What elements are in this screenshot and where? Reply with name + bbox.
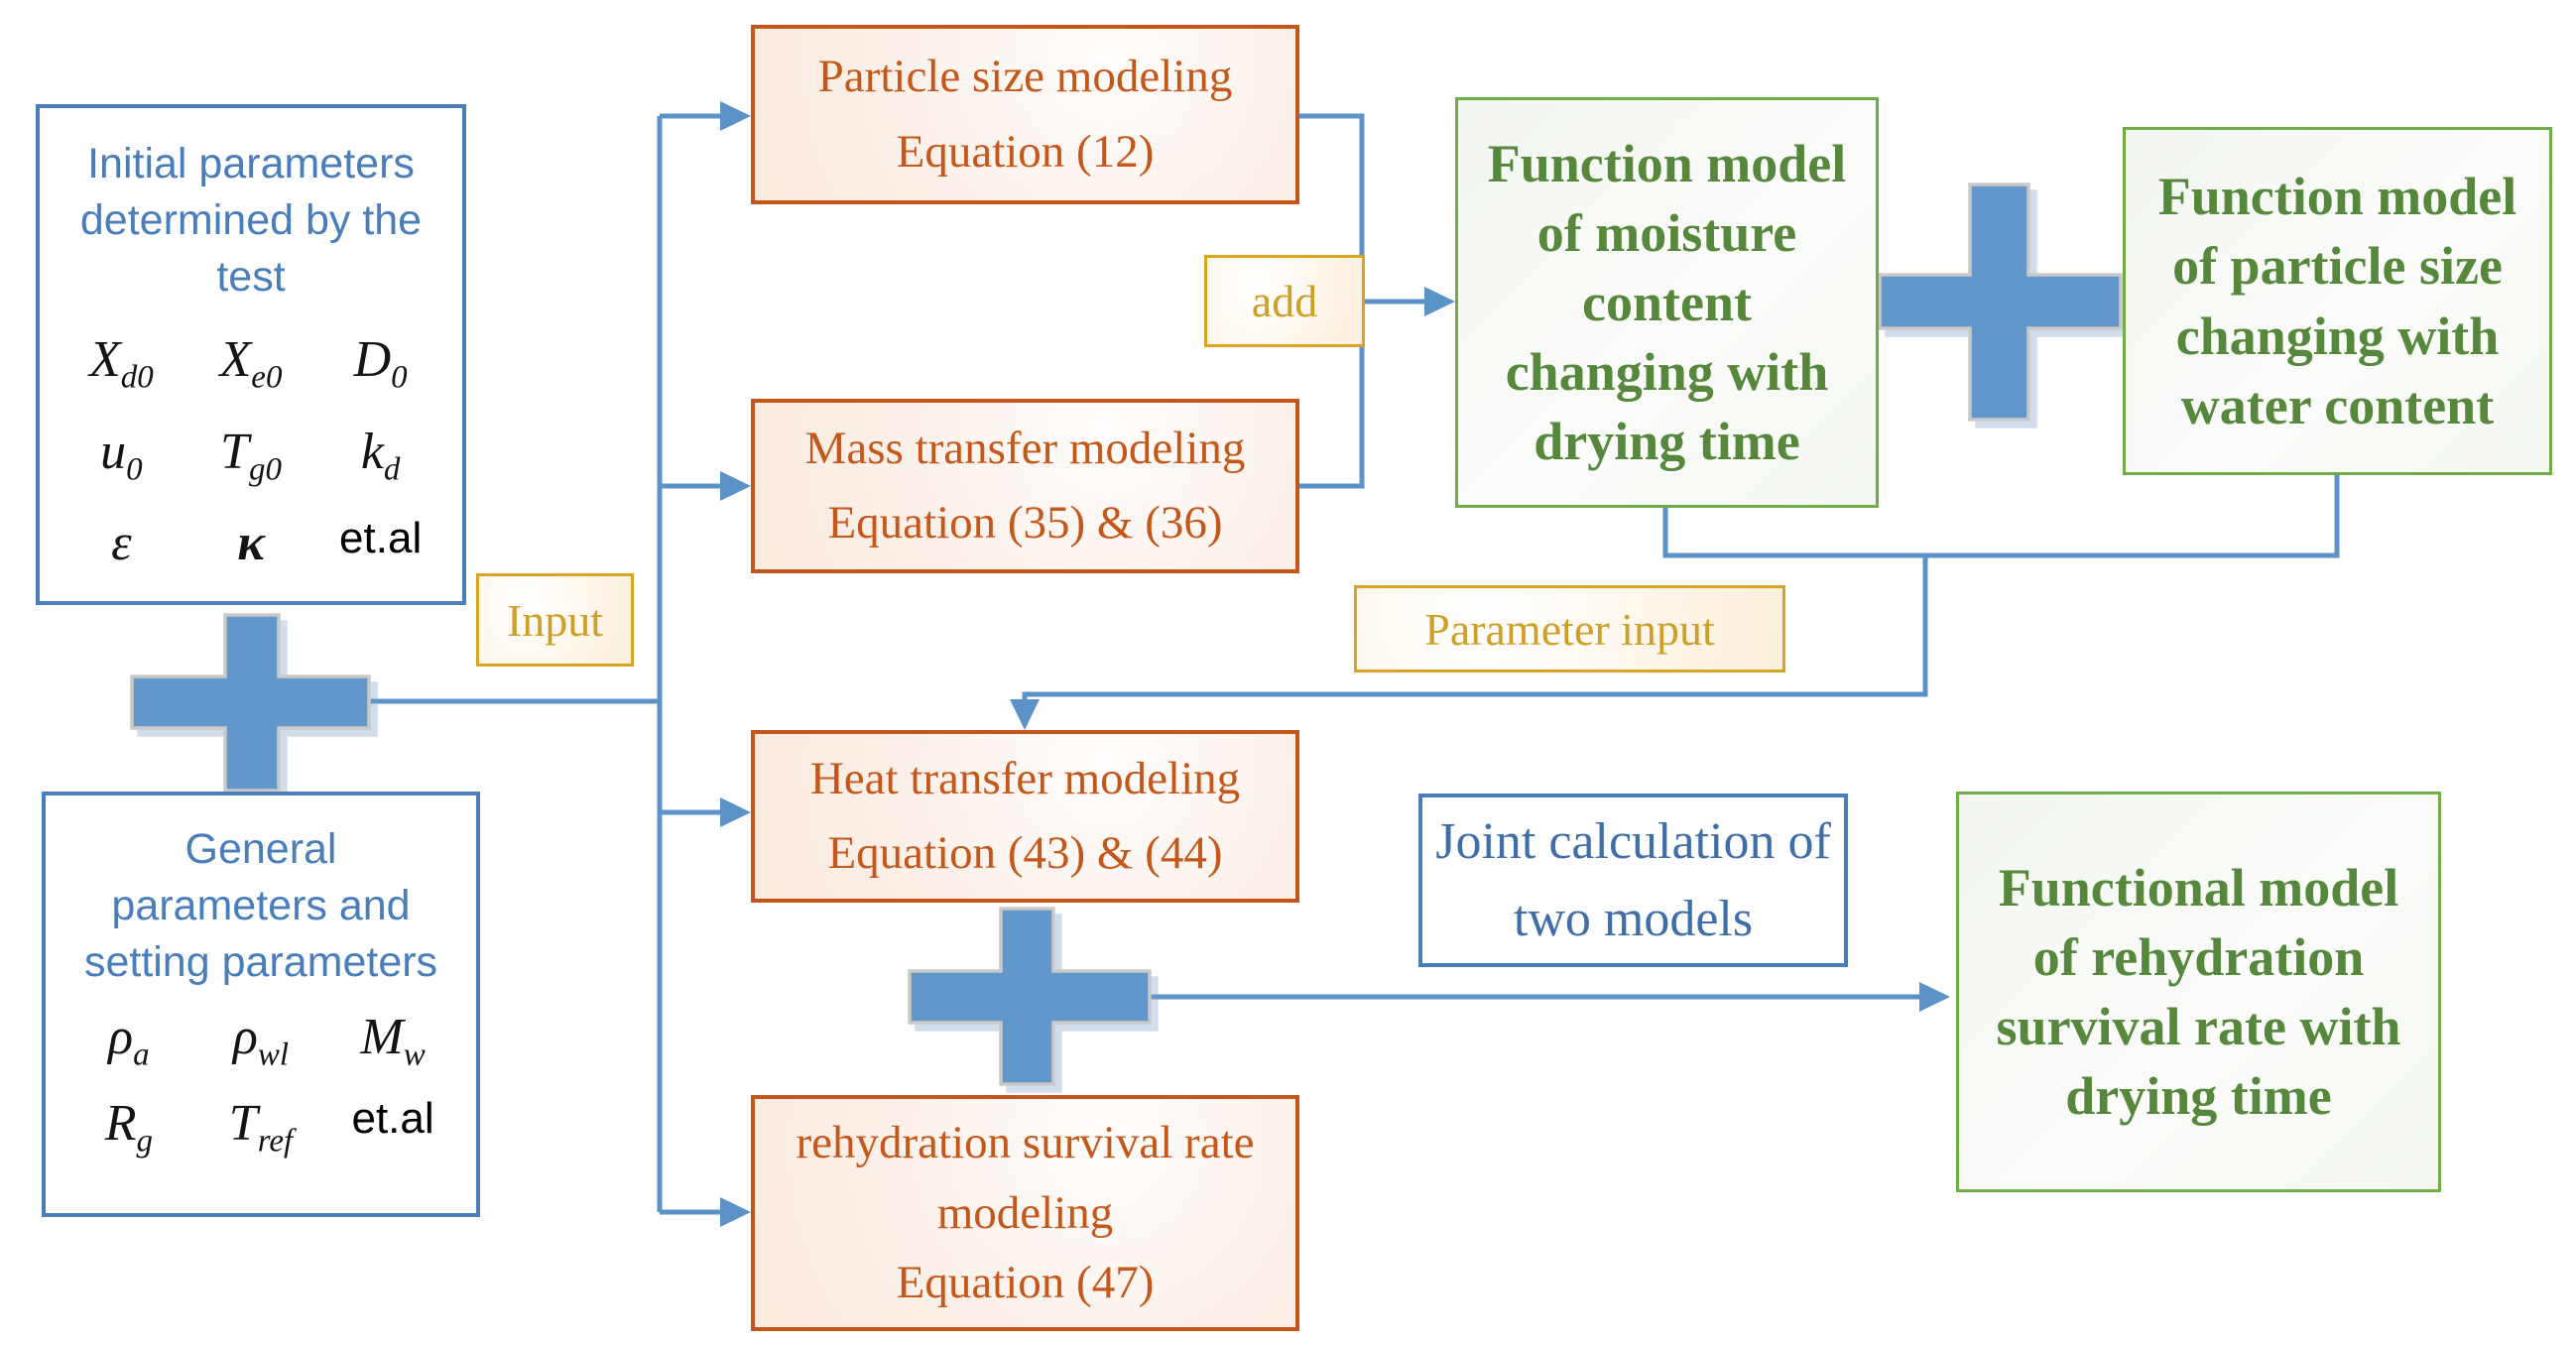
box-line: Functional model [1998,857,2399,917]
box-line: Heat transfer modeling [809,752,1241,804]
mass-transfer-modeling-box: Mass transfer modeling Equation (35) & (… [751,399,1299,573]
symbol-kappa: κ [237,515,265,572]
box-line: drying time [2065,1066,2332,1127]
symbol-Tref: Tref [228,1094,294,1160]
functional-model-result-box: Functional model of rehydration survival… [1956,792,2441,1192]
symbol-rho-wl: ρwl [232,1009,290,1073]
connector-model-outputs [1662,475,2340,558]
box-line: Equation (43) & (44) [827,827,1223,879]
heat-transfer-modeling-box: Heat transfer modeling Equation (43) & (… [751,730,1299,903]
arrowhead-functional-model [1919,982,1950,1012]
box-line: Equation (47) [896,1257,1155,1309]
arrowhead-particle [720,101,751,131]
symbol-u0: u0 [100,423,143,488]
initial-symbols-grid: Xd0 Xe0 D0 u0 Tg0 kd ε κ et.al [57,330,445,579]
box-line: Function model [2157,167,2517,227]
initial-parameters-title: Initial parameters determined by the tes… [80,136,422,305]
title-line: General [184,825,337,873]
title-line: determined by the [79,195,423,244]
box-line: survival rate with [1996,997,2401,1056]
symbol-D0: D0 [353,331,408,396]
box-line: of rehydration [2032,926,2365,987]
symbol-Rg: Rg [104,1094,154,1160]
box-line: content [1582,272,1752,332]
particle-size-modeling-box: Particle size modeling Equation (12) [751,25,1299,204]
symbol-Tg0: Tg0 [220,423,282,488]
box-line: two models [1513,890,1754,947]
box-line: Particle size modeling [817,51,1233,103]
input-label-text: Input [506,594,604,646]
box-line: drying time [1533,412,1800,472]
add-label-text: add [1251,276,1318,326]
particle-size-function-model-box: Function model of particle size changing… [2123,127,2552,475]
symbol-Xe0: Xe0 [219,331,283,396]
plus-icon-parameters [130,613,371,793]
arrowhead-heat-top [1010,699,1040,730]
symbol-etal: et.al [339,514,423,563]
symbol-Mw: Mw [360,1009,426,1073]
rehydration-modeling-box: rehydration survival rate modeling Equat… [751,1095,1299,1331]
plus-icon-function-models [1878,183,2123,422]
box-line: Joint calculation of [1435,812,1831,870]
symbol-Xd0: Xd0 [88,331,154,396]
symbol-kd: kd [360,423,401,488]
moisture-function-model-box: Function model of moisture content chang… [1455,97,1879,508]
symbol-epsilon: ε [111,515,132,572]
arrowhead-rehydration [720,1197,751,1227]
box-line: Function model [1487,133,1847,193]
arrowhead-moisture-model [1424,287,1455,316]
box-line: water content [2180,375,2495,435]
symbol-etal: et.al [351,1093,434,1143]
box-line: Mass transfer modeling [804,422,1246,474]
title-line: Initial parameters [87,140,415,187]
box-line: modeling [936,1186,1114,1239]
general-parameters-box: General parameters and setting parameter… [42,792,480,1217]
arrowhead-mass [720,471,751,501]
parameter-input-label: Parameter input [1354,585,1785,672]
plus-icon-joint-models [908,907,1152,1086]
box-line: of moisture [1536,202,1797,263]
box-line: Equation (35) & (36) [827,497,1223,549]
initial-parameters-box: Initial parameters determined by the tes… [36,104,466,605]
symbol-rho-a: ρa [108,1009,150,1073]
box-line: changing with [1505,342,1829,403]
general-symbols-grid: ρa ρwl Mw Rg Tref et.al [62,1008,458,1160]
joint-calculation-box: Joint calculation of two models [1418,794,1848,967]
title-line: parameters and [111,881,411,929]
general-parameters-title: General parameters and setting parameter… [84,821,437,990]
title-line: setting parameters [83,937,438,986]
box-line: Equation (12) [896,125,1155,178]
box-line: of particle size [2172,236,2503,297]
add-label: add [1204,255,1365,347]
parameter-input-text: Parameter input [1424,603,1715,655]
title-line: test [216,252,286,301]
box-line: changing with [2175,306,2500,366]
arrowhead-heat [720,797,751,827]
box-line: rehydration survival rate [796,1117,1255,1169]
input-label: Input [476,573,634,667]
